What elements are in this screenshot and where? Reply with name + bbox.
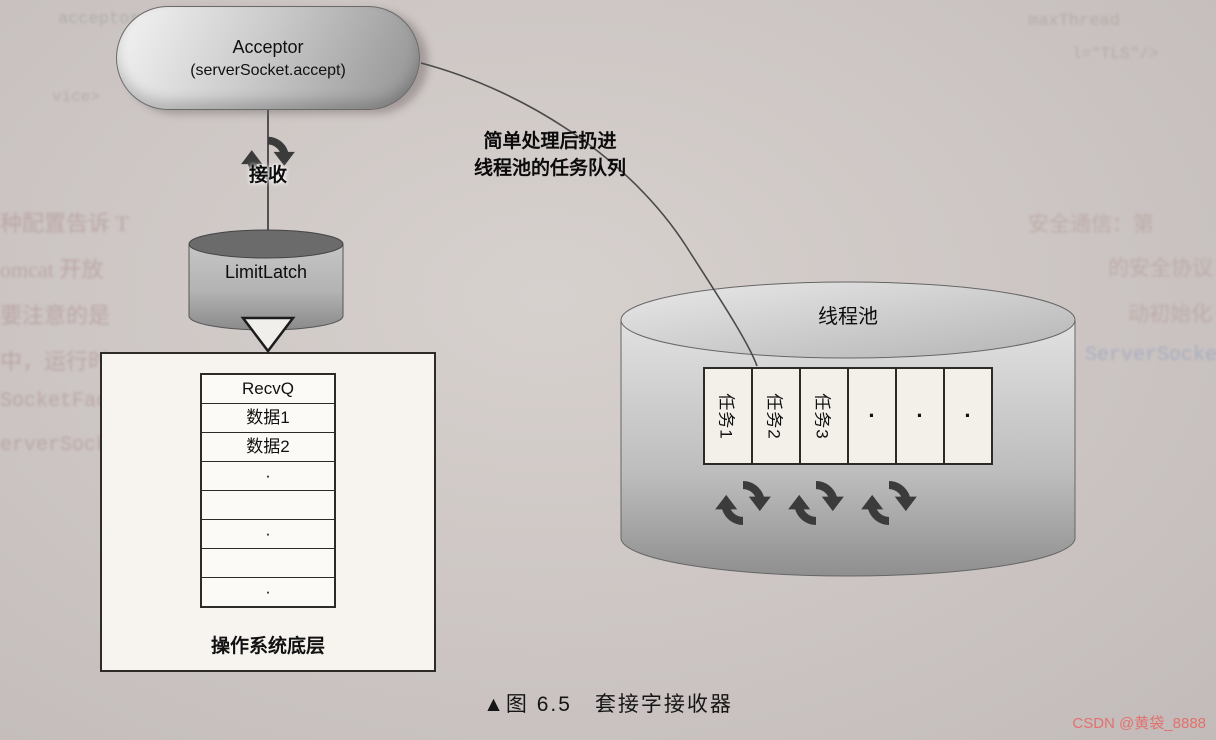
acceptor-subtitle: (serverSocket.accept) (190, 61, 346, 79)
bleedthrough-text: 安全通信：第 (1028, 212, 1154, 236)
task-cell: 任务2 (751, 369, 799, 463)
bleedthrough-text: l="TLS"/> (1072, 45, 1159, 63)
watermark: CSDN @黄袋_8888 (1072, 715, 1206, 732)
bleedthrough-text: 的安全协议 (1108, 256, 1213, 280)
task-cell-label: 任务1 (716, 392, 736, 440)
recvq-row (202, 490, 334, 519)
worker-sync-icon (860, 474, 918, 532)
bleedthrough-text: SocketFacto (0, 390, 133, 413)
task-cell: 任务3 (799, 369, 847, 463)
task-cell: 任务1 (705, 369, 751, 463)
worker-sync-icon (714, 474, 772, 532)
task-cell-label: 任务2 (764, 392, 784, 440)
bleedthrough-text: 动初始化 (1128, 302, 1212, 326)
recvq-table: RecvQ 数据1 数据2 · · · (200, 373, 336, 608)
bleedthrough-text: 种配置告诉 T (0, 211, 129, 236)
task-cell: · (895, 369, 943, 463)
recvq-header: RecvQ (242, 379, 294, 398)
recvq-row: · (202, 519, 334, 548)
task-cell-label: · (964, 403, 972, 428)
bleedthrough-text: 要注意的是 (0, 303, 111, 328)
task-cell-label: · (868, 403, 876, 428)
task-cell-label: · (916, 403, 924, 428)
recvq-row: · (202, 577, 334, 606)
recvq-row: · (202, 461, 334, 490)
recvq-row: 数据1 (202, 403, 334, 432)
task-cell-label: 任务3 (812, 392, 832, 440)
recvq-row: 数据2 (202, 432, 334, 461)
limitlatch-cylinder-shape (188, 229, 344, 331)
limitlatch-cylinder (186, 228, 346, 333)
connector-label-line1: 简单处理后扔进 (483, 131, 617, 152)
thread-pool-cylinder: 线程池 任务1 任务2 任务3 · · · (618, 280, 1078, 580)
receive-label: 接收 (248, 165, 287, 186)
figure-caption: ▲图 6.5 套接字接收器 (483, 693, 733, 716)
bleedthrough-text: maxThread (1028, 12, 1120, 31)
connector-label-line2: 线程池的任务队列 (473, 158, 626, 179)
acceptor-node: Acceptor (serverSocket.accept) (116, 6, 420, 110)
thread-pool-title: 线程池 (818, 306, 878, 328)
worker-sync-icon (787, 474, 845, 532)
bleedthrough-text: vice> (52, 88, 101, 106)
bleedthrough-text: omcat 开放 (0, 257, 104, 282)
limitlatch-label: LimitLatch (224, 262, 308, 282)
os-box: RecvQ 数据1 数据2 · · · 操作系统底层 (100, 352, 436, 672)
bleedthrough-text: acceptor (58, 10, 140, 29)
bleedthrough-text: 中，运行时 (0, 349, 111, 374)
recvq-row (202, 548, 334, 577)
task-cell: · (847, 369, 895, 463)
task-queue: 任务1 任务2 任务3 · · · (703, 367, 993, 465)
bleedthrough-text: ServerSocket (1085, 344, 1216, 367)
acceptor-title: Acceptor (232, 36, 304, 57)
connector-label: 简单处理后扔进 线程池的任务队列 (440, 128, 660, 182)
os-bottom-label: 操作系统底层 (210, 636, 325, 657)
task-cell: · (943, 369, 991, 463)
